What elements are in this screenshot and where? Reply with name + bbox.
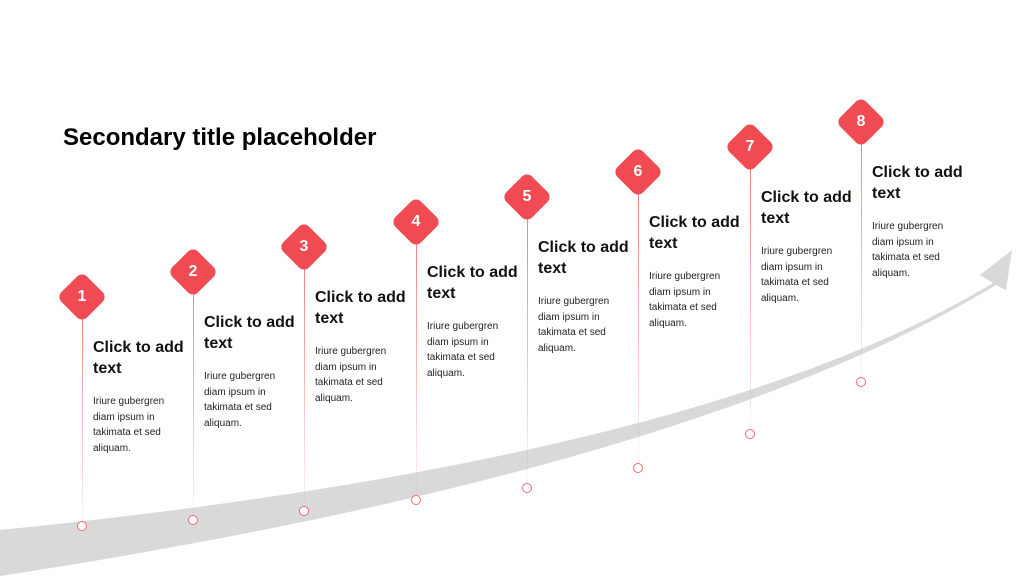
step-number: 5 (522, 188, 532, 205)
step-number: 6 (633, 163, 643, 180)
step-heading[interactable]: Click to add text (93, 339, 184, 377)
step-stem (861, 142, 862, 377)
step-stem (193, 292, 194, 515)
step-heading[interactable]: Click to add text (872, 164, 963, 202)
step-stem (527, 217, 528, 483)
step-heading[interactable]: Click to add text (538, 239, 629, 277)
step-dot (522, 483, 532, 493)
step-dot (856, 377, 866, 387)
step-heading[interactable]: Click to add text (761, 189, 852, 227)
growth-arrow-shape (0, 250, 1012, 576)
step-number: 4 (411, 213, 421, 230)
step-dot (188, 515, 198, 525)
step-body[interactable]: Iriure gubergren diam ipsum in takimata … (761, 246, 833, 304)
step-number: 8 (856, 113, 866, 130)
step-dot (299, 506, 309, 516)
step-stem (82, 317, 83, 521)
step-stem (638, 192, 639, 463)
step-dot (745, 429, 755, 439)
step-body[interactable]: Iriure gubergren diam ipsum in takimata … (93, 396, 165, 454)
slide-title[interactable]: Secondary title placeholder (63, 124, 377, 151)
step-body[interactable]: Iriure gubergren diam ipsum in takimata … (204, 371, 276, 429)
step-body[interactable]: Iriure gubergren diam ipsum in takimata … (649, 271, 721, 329)
step-heading[interactable]: Click to add text (204, 314, 295, 352)
step-body[interactable]: Iriure gubergren diam ipsum in takimata … (315, 346, 387, 404)
step-number: 3 (299, 238, 309, 255)
step-dot (77, 521, 87, 531)
step-heading[interactable]: Click to add text (427, 264, 518, 302)
step-body[interactable]: Iriure gubergren diam ipsum in takimata … (427, 321, 499, 379)
step-body[interactable]: Iriure gubergren diam ipsum in takimata … (538, 296, 610, 354)
step-dot (411, 495, 421, 505)
step-heading[interactable]: Click to add text (649, 214, 740, 252)
step-stem (416, 242, 417, 495)
step-body[interactable]: Iriure gubergren diam ipsum in takimata … (872, 221, 944, 279)
step-stem (304, 267, 305, 506)
step-dot (633, 463, 643, 473)
step-number: 1 (77, 288, 87, 305)
step-number: 2 (188, 263, 198, 280)
step-number: 7 (745, 138, 755, 155)
step-stem (750, 167, 751, 429)
step-heading[interactable]: Click to add text (315, 289, 406, 327)
